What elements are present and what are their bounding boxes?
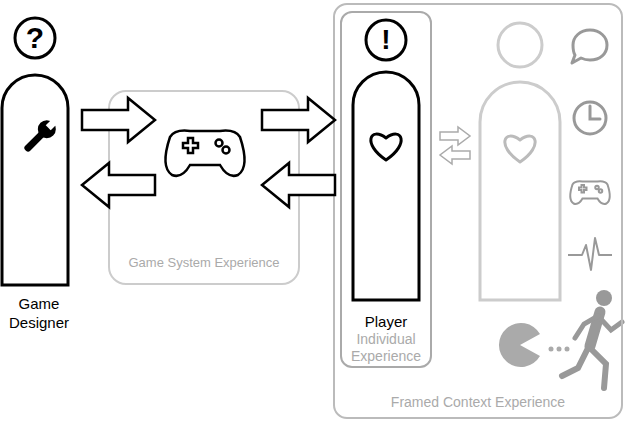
clock-hands [590,106,600,119]
block-arrow [262,163,335,207]
pacman-dot [565,347,570,352]
heart-icon [371,134,401,160]
runner-leg [562,348,588,376]
pacman-dot [557,347,562,352]
small-arrow [440,146,470,164]
block-arrow [82,163,155,207]
other-body [480,82,560,300]
gamepad-icon [570,181,610,204]
heartbeat-icon [568,238,612,270]
designer-head [15,18,55,58]
designer-figure: ? Game Designer [0,0,78,340]
other-head [498,23,542,67]
designer-figure [2,18,68,285]
small-arrow [440,127,470,145]
player-body [353,72,419,300]
gamepad-icon [165,131,244,176]
role-label: Player [342,312,430,331]
wrench-icon [19,114,61,156]
figure-head-symbol: ? [15,21,55,55]
runner-arm [598,316,622,330]
box-label: Game System Experience [110,255,298,271]
runner-arm [575,316,598,338]
pacman-dot [549,347,554,352]
context-frame: Framed Context Experience! PlayerIndividu… [333,3,623,419]
runner-head [596,290,612,306]
wrench-head [34,116,59,141]
pacman-icon [499,323,540,367]
player-head [366,20,406,60]
player-box: ! PlayerIndividual Experience [340,11,432,368]
heart-icon [505,136,535,162]
block-arrow [82,98,155,142]
clock-icon [574,102,606,134]
exchange-arrows [440,127,470,164]
context-icons [499,30,622,388]
role-label: Game Designer [0,294,78,332]
frame-label: Framed Context Experience [335,394,621,411]
wrench-notch [46,118,58,130]
system-box: Game System Experience [108,90,300,285]
designer-body [2,75,68,285]
runner-leg [590,348,606,388]
box-label: Individual Experience [342,331,430,365]
figure-head-symbol: ! [366,23,406,57]
block-arrow [262,98,335,142]
player-figure [353,20,419,300]
speech-bubble-icon [572,30,607,63]
runner-icon [562,290,622,388]
other-figure [480,23,560,300]
